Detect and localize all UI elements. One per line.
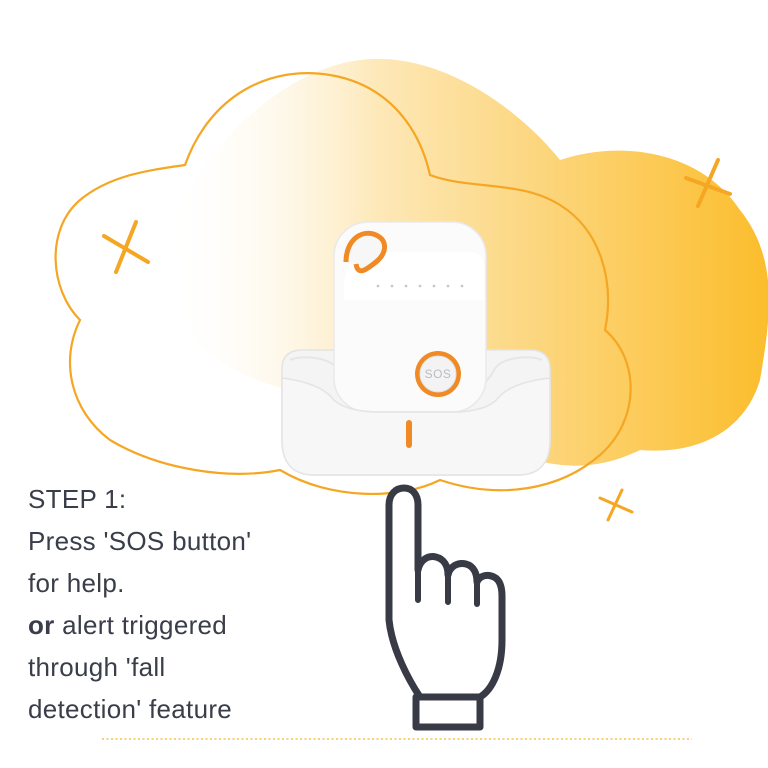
cloud-outline [54, 72, 632, 496]
lanyard-loop-icon [343, 230, 387, 274]
sos-button-label: SOS [425, 367, 452, 381]
or-word: or [28, 610, 55, 640]
step-description: STEP 1: Press 'SOS button' for help. or … [28, 478, 368, 730]
step-line-4: through 'fall [28, 652, 166, 682]
pointing-hand-icon [385, 484, 506, 731]
step-heading: STEP 1: [28, 484, 127, 514]
step-line-2: for help. [28, 568, 125, 598]
step-line-3: or alert triggered [28, 604, 368, 646]
step-line-1: Press 'SOS button' [28, 526, 252, 556]
charging-indicator-light [406, 420, 412, 448]
speaker-grille [376, 284, 464, 288]
sparkle-icon [684, 158, 732, 208]
step-line-5: detection' feature [28, 694, 233, 724]
sos-device: SOS [333, 221, 487, 413]
dock-front [281, 377, 551, 476]
sparkle-icon [598, 488, 634, 522]
step-line-3-rest: alert triggered [54, 610, 228, 640]
sparkle-icon [102, 220, 150, 274]
